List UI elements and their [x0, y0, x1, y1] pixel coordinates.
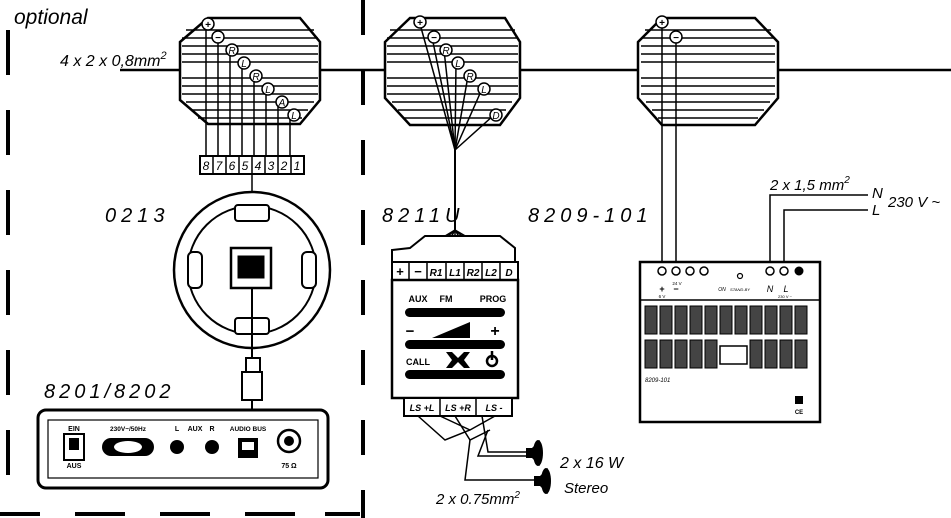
svg-text:LS +L: LS +L — [410, 403, 435, 413]
call-button[interactable]: CALL — [406, 357, 430, 367]
svg-text:LS +R: LS +R — [445, 403, 471, 413]
svg-text:L: L — [241, 59, 247, 70]
module-0213-label: 0213 — [105, 205, 170, 227]
speaker-stereo: Stereo — [564, 480, 608, 497]
svg-text:EIN: EIN — [68, 426, 80, 433]
bus-cable-spec: 4 x 2 x 0,8mm2 — [60, 50, 167, 70]
optional-label: optional — [14, 6, 89, 29]
svg-text:LS -: LS - — [486, 403, 503, 413]
svg-text:L: L — [455, 59, 461, 70]
terminal-block-1-pins: + − R L R L A L — [201, 17, 301, 122]
cable-plug — [241, 340, 263, 412]
speaker-2-icon — [534, 468, 551, 494]
terminal-block-2-pins: + − R L R L D — [413, 15, 503, 122]
power-voltage: 230 V ~ — [887, 194, 940, 211]
aux-button[interactable]: AUX — [408, 294, 427, 304]
svg-text:6: 6 — [229, 159, 236, 173]
svg-text:−: − — [215, 33, 221, 44]
svg-text:R2: R2 — [467, 268, 480, 279]
module-8211u-text: + − R1 L1 R2 L2 D AUX FM PROG − + CALL L… — [396, 264, 512, 413]
socket-0213 — [172, 190, 332, 350]
power-feed — [769, 194, 868, 262]
svg-text:+: + — [659, 18, 665, 29]
svg-text:230 V ~: 230 V ~ — [778, 294, 793, 299]
device-8201-label: 8201/8202 — [44, 381, 175, 403]
optional-frame — [0, 0, 365, 518]
svg-text:+: + — [659, 284, 664, 294]
svg-text:+: + — [205, 20, 211, 31]
svg-text:−: − — [673, 33, 679, 44]
speaker-spec: 2 x 16 W — [559, 455, 625, 472]
svg-text:N: N — [767, 284, 774, 294]
svg-text:4: 4 — [255, 159, 262, 173]
svg-text:STAND-BY: STAND-BY — [730, 287, 750, 292]
svg-text:AUS: AUS — [67, 463, 82, 470]
svg-text:L: L — [783, 284, 788, 294]
svg-text:−: − — [673, 284, 678, 294]
device-8201: EIN AUS 230V~/50Hz L AUX R AUDIO BUS 75 … — [36, 408, 330, 490]
terminal-block-2 — [383, 16, 522, 230]
module-8209-text: + − 6 V 24 V ON STAND-BY N L 230 V ~ 820… — [645, 281, 803, 416]
svg-text:L: L — [481, 85, 487, 96]
svg-text:AUX: AUX — [188, 426, 203, 433]
terminal-block-1 — [178, 16, 322, 160]
svg-text:230V~/50Hz: 230V~/50Hz — [110, 426, 147, 433]
svg-text:ON: ON — [718, 287, 726, 293]
module-8211u-label: 8211U — [382, 205, 464, 227]
speaker-1-icon — [526, 440, 543, 466]
svg-text:+: + — [417, 18, 423, 29]
svg-text:+: + — [396, 264, 404, 279]
svg-text:6 V: 6 V — [659, 294, 666, 299]
svg-text:R: R — [466, 72, 473, 83]
svg-text:R1: R1 — [430, 268, 443, 279]
terminal-block-3-pins: + − — [655, 15, 683, 44]
speaker-wires — [417, 415, 535, 481]
volume-up[interactable]: + — [490, 323, 499, 340]
svg-text:A: A — [278, 98, 286, 109]
svg-text:D: D — [505, 268, 512, 279]
power-n: N — [872, 185, 883, 202]
svg-text:R: R — [442, 46, 449, 57]
svg-text:R: R — [228, 46, 235, 57]
svg-text:D: D — [492, 111, 499, 122]
power-l: L — [872, 202, 880, 219]
svg-text:75 Ω: 75 Ω — [281, 463, 297, 470]
aux-r-jack[interactable] — [205, 440, 219, 454]
terminal-block-3 — [636, 16, 780, 262]
svg-text:L: L — [175, 426, 180, 433]
svg-text:R: R — [252, 72, 259, 83]
pin-strip-0213: 8 7 6 5 4 3 2 1 — [199, 155, 305, 200]
aux-l-jack[interactable] — [170, 440, 184, 454]
svg-text:R: R — [209, 426, 214, 433]
svg-text:3: 3 — [268, 159, 275, 173]
svg-text:5: 5 — [242, 159, 249, 173]
fm-button[interactable]: FM — [440, 294, 453, 304]
power-cable-spec: 2 x 1,5 mm2 — [769, 175, 850, 194]
svg-text:8209-101: 8209-101 — [645, 378, 670, 384]
svg-text:L1: L1 — [449, 268, 461, 279]
svg-text:L: L — [265, 85, 271, 96]
speaker-wire: 2 x 0.75mm2 — [435, 490, 520, 508]
svg-text:−: − — [431, 33, 437, 44]
volume-down[interactable]: − — [406, 323, 415, 340]
svg-text:8: 8 — [203, 159, 210, 173]
module-8211u — [390, 229, 520, 417]
svg-text:7: 7 — [216, 159, 224, 173]
svg-text:AUDIO BUS: AUDIO BUS — [230, 426, 267, 433]
svg-text:2: 2 — [280, 159, 288, 173]
svg-text:CE: CE — [795, 410, 803, 416]
svg-text:1: 1 — [294, 159, 301, 173]
module-8209 — [638, 260, 822, 424]
svg-text:L: L — [291, 111, 297, 122]
svg-text:24 V: 24 V — [672, 281, 681, 286]
module-8209-label: 8209-101 — [528, 205, 653, 227]
svg-text:L2: L2 — [485, 268, 497, 279]
prog-button[interactable]: PROG — [480, 294, 507, 304]
svg-text:−: − — [414, 264, 422, 279]
